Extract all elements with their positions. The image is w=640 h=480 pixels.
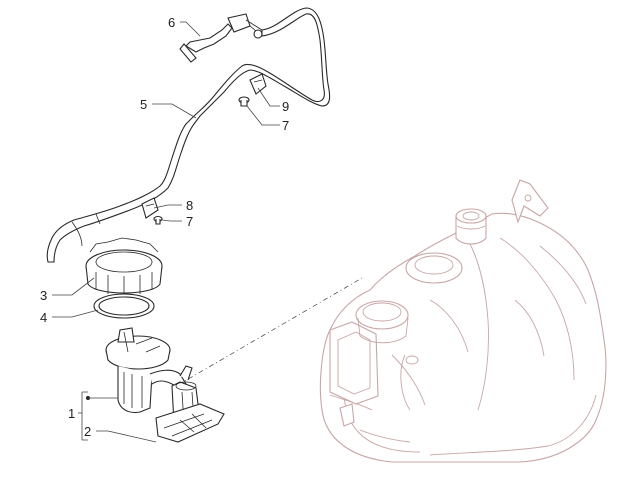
part-7-screw-lower	[153, 215, 163, 225]
callout-9: 9	[282, 99, 289, 114]
part-8-clip	[141, 197, 159, 219]
part-4-o-ring	[93, 293, 155, 319]
part-9-clip	[249, 73, 267, 95]
callout-7-upper: 7	[282, 118, 289, 133]
callout-8: 8	[186, 198, 193, 213]
callout-7-lower: 7	[186, 214, 193, 229]
part-5-fuel-line	[46, 7, 331, 263]
callout-2: 2	[84, 424, 91, 439]
callout-6: 6	[168, 15, 175, 30]
callout-1: 1	[68, 406, 75, 421]
callout-4: 4	[40, 310, 47, 325]
leader-lines	[52, 21, 280, 443]
part-6-connector-hose	[179, 13, 263, 63]
callout-labels: 6 5 9 7 8 7 3 4 1 2	[40, 15, 289, 439]
callout-5: 5	[140, 97, 147, 112]
callout-3: 3	[40, 288, 47, 303]
fuel-tank	[319, 179, 607, 463]
part-2-strainer	[155, 403, 225, 443]
part-3-ring-nut	[85, 237, 163, 296]
part-7-screw-upper	[238, 96, 250, 107]
